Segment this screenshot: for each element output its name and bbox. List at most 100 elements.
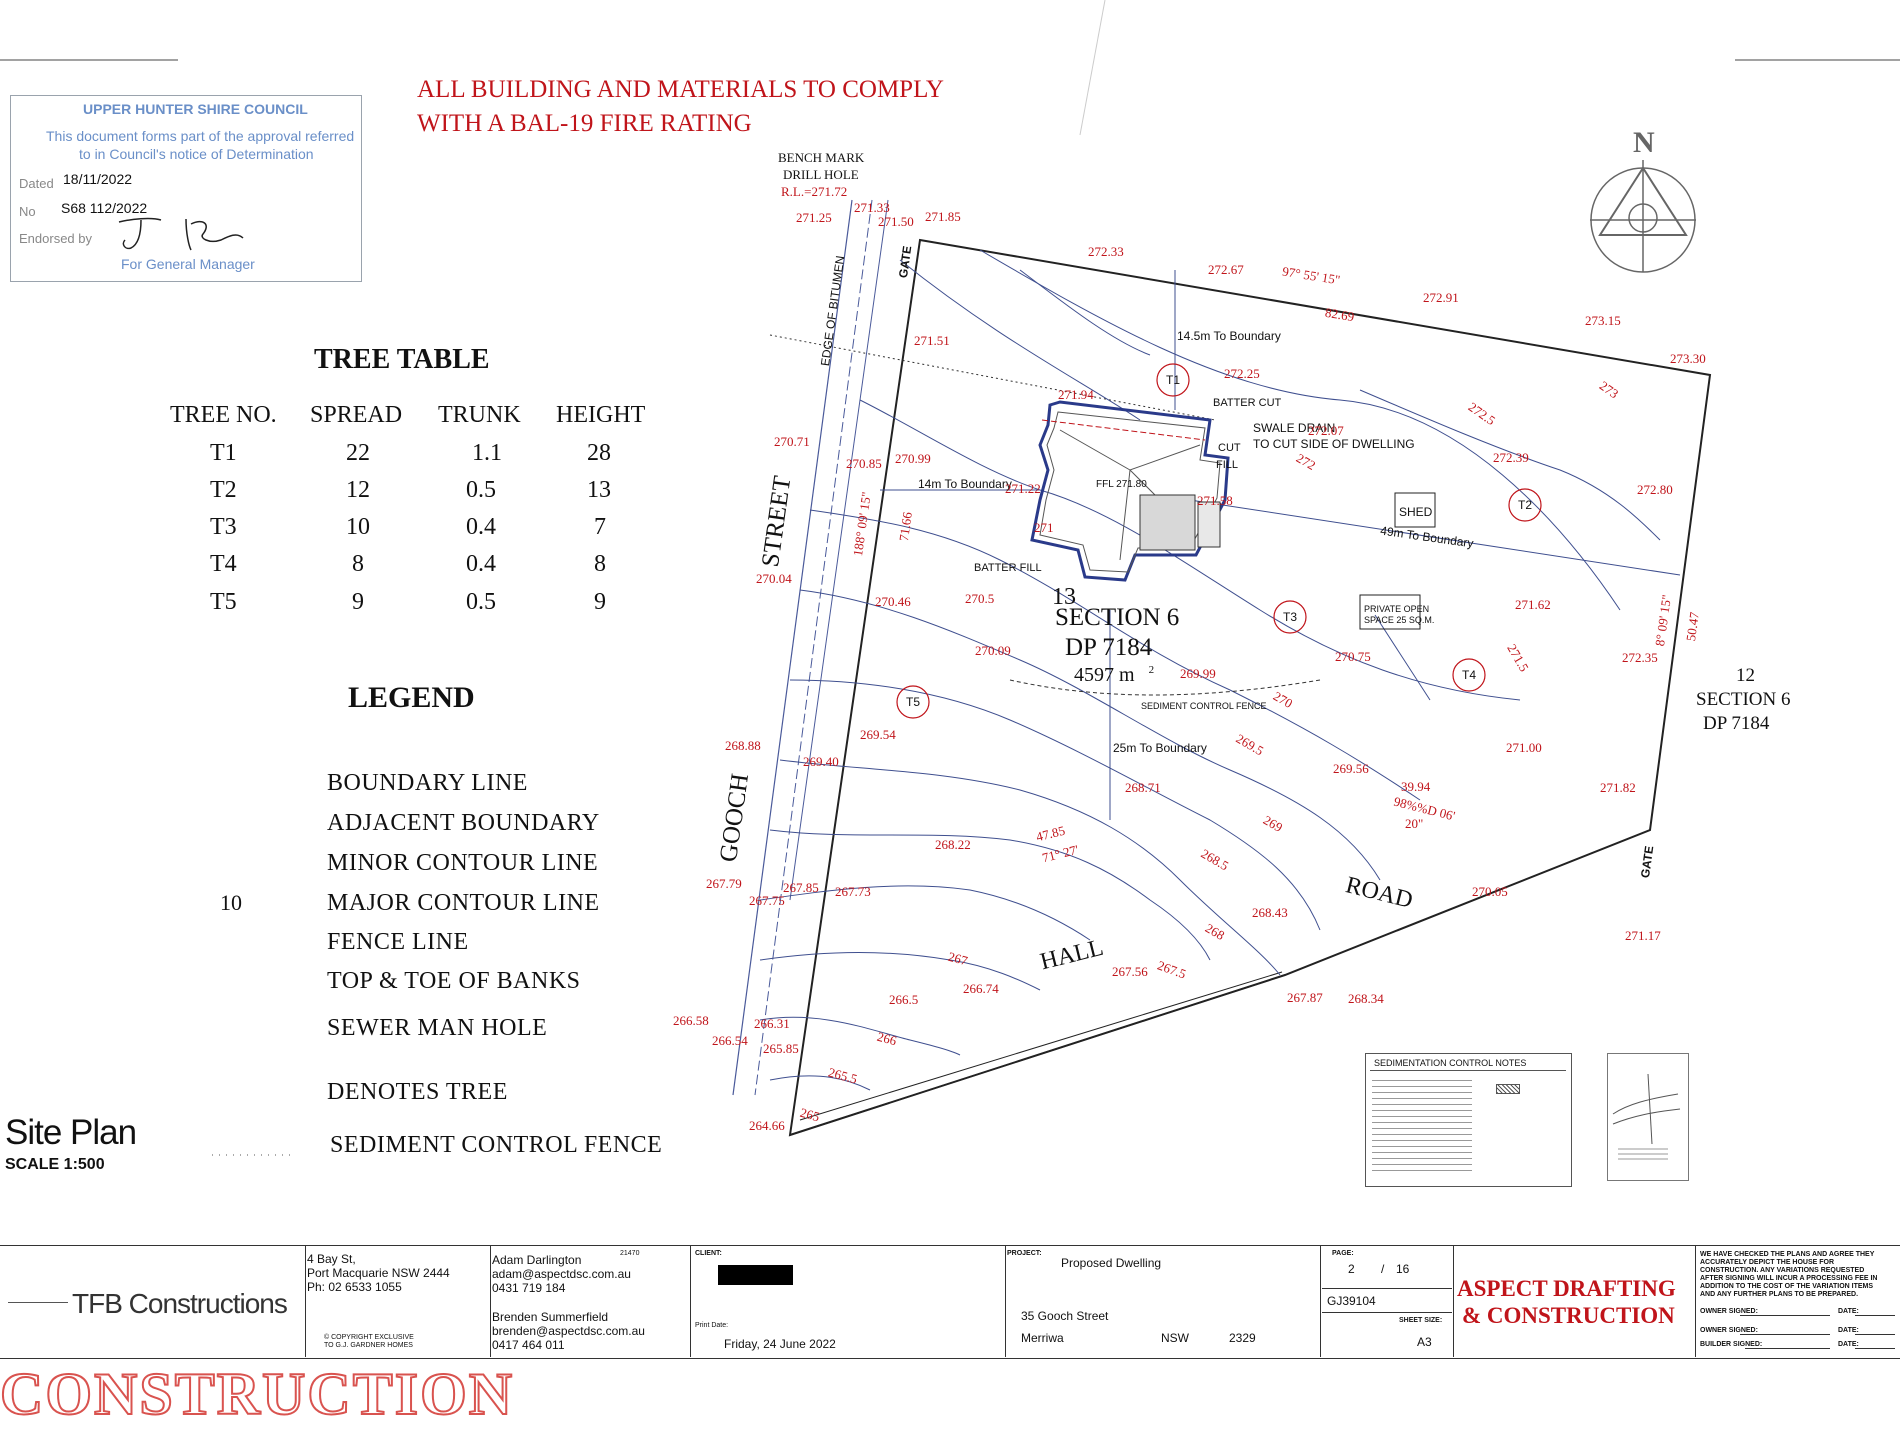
level-264-66: 264.66 [749, 1118, 785, 1133]
tb-contact1-code: 21470 [620, 1250, 640, 1257]
bench-mark-l2: DRILL HOLE [783, 167, 859, 182]
tree-table-cell: 0.4 [466, 514, 496, 540]
bench-mark-rl: R.L.=271.72 [781, 184, 848, 199]
pos-line2: SPACE 25 SQ.M. [1364, 615, 1435, 625]
bench-mark-l1: BENCH MARK [778, 150, 865, 165]
for-general-manager: For General Manager [121, 256, 255, 272]
silt-fence-detail [1607, 1053, 1689, 1181]
tb-date2-label: DATE: [1838, 1327, 1859, 1334]
sediment-notes-title: SEDIMENTATION CONTROL NOTES [1374, 1058, 1527, 1068]
level-266-58: 266.58 [673, 1013, 709, 1028]
level-270-46: 270.46 [875, 594, 911, 609]
level-269-54: 269.54 [860, 727, 896, 742]
north-label: N [1633, 126, 1655, 159]
tree-table-cell: T5 [210, 589, 237, 615]
level-272-67: 272.67 [1208, 262, 1244, 277]
tree-table-cell: 1.1 [472, 440, 502, 466]
adj-dp: DP 7184 [1703, 713, 1770, 734]
tree-table-cell: 8 [594, 551, 606, 577]
level-267-75: 267.75 [749, 893, 785, 908]
level-267-79: 267.79 [706, 876, 742, 891]
tb-page-sep: / [1381, 1262, 1385, 1276]
sediment-notes-box: SEDIMENTATION CONTROL NOTES [1365, 1053, 1572, 1187]
level-266-5: 266.5 [889, 992, 919, 1007]
tb-contact2-name: Brenden Summerfield [492, 1310, 609, 1324]
tb-copyright1: © COPYRIGHT EXCLUSIVE [324, 1334, 414, 1341]
tb-address1: 4 Bay St, [307, 1252, 356, 1266]
tree-table-cell: 0.5 [466, 589, 496, 615]
setback-25: 25m To Boundary [1113, 741, 1207, 755]
tb-contact1-email: adam@aspectdsc.com.au [492, 1267, 631, 1281]
level-271-50: 271.50 [878, 214, 914, 229]
level-272-07: 272.07 [1308, 423, 1344, 438]
boundary-line [788, 238, 1712, 1137]
tb-sheet-label: SHEET SIZE: [1399, 1317, 1443, 1324]
tb-print-date: Friday, 24 June 2022 [724, 1337, 836, 1351]
level-272-80: 272.80 [1637, 482, 1673, 497]
site-plan-drawing [0, 0, 1900, 1156]
tb-contact1-name: Adam Darlington [492, 1253, 582, 1267]
tb-brand-line1: ASPECT DRAFTING [1457, 1276, 1676, 1301]
tree-label-t2: T2 [1518, 498, 1533, 512]
legend-sediment: SEDIMENT CONTROL FENCE [330, 1132, 663, 1158]
level-271-62: 271.62 [1515, 597, 1551, 612]
tree-table-cell: 0.5 [466, 477, 496, 503]
tree-table-title: TREE TABLE [314, 344, 490, 375]
level-272-91: 272.91 [1423, 290, 1459, 305]
level-272-39: 272.39 [1493, 450, 1529, 465]
tb-copyright2: TO G.J. GARDNER HOMES [324, 1342, 413, 1349]
approval-stamp: UPPER HUNTER SHIRE COUNCIL This document… [10, 95, 362, 282]
swale-line1: SWALE DRAIN [1253, 421, 1336, 435]
tree-label-t5: T5 [906, 695, 921, 709]
adj-lot: 12 [1736, 665, 1755, 686]
legend-fence: FENCE LINE [327, 929, 469, 955]
level-271-33: 271.33 [854, 200, 890, 215]
dwelling-outline [1030, 400, 1230, 582]
tree-table-header: TRUNK [438, 402, 521, 428]
lot-number: 13 [1052, 584, 1076, 610]
level-269-99: 269.99 [1180, 666, 1216, 681]
sediment-fence-label: SEDIMENT CONTROL FENCE [1141, 701, 1267, 711]
legend-major: MAJOR CONTOUR LINE [327, 890, 600, 916]
dated-value: 18/11/2022 [63, 171, 133, 187]
no-value: S68 112/2022 [61, 200, 148, 216]
contour-lines [759, 249, 1661, 1091]
tb-disclaimer: WE HAVE CHECKED THE PLANS AND AGREE THEY… [1700, 1251, 1878, 1298]
tree-label-t4: T4 [1462, 668, 1477, 682]
signature [118, 217, 244, 251]
tb-contact2-phone: 0417 464 011 [492, 1338, 565, 1352]
shed-label: SHED [1399, 505, 1433, 519]
tb-date3-label: DATE: [1838, 1341, 1859, 1348]
construction-watermark: CONSTRUCTION [0, 1360, 515, 1428]
level-270-04: 270.04 [756, 571, 792, 586]
legend-banks: TOP & TOE OF BANKS [327, 968, 581, 994]
level-270-71: 270.71 [774, 434, 810, 449]
street-edge-line [732, 199, 853, 1096]
fire-notice-line1: ALL BUILDING AND MATERIALS TO COMPLY [417, 76, 944, 103]
swale-line2: TO CUT SIDE OF DWELLING [1253, 437, 1415, 451]
level-271-58: 271.58 [1197, 493, 1233, 508]
level-269-56: 269.56 [1333, 761, 1369, 776]
legend-title: LEGEND [348, 681, 475, 714]
tb-postcode: 2329 [1229, 1331, 1256, 1345]
tree-table-cell: 9 [352, 589, 364, 615]
tree-table-cell: 22 [346, 440, 370, 466]
client-redacted [718, 1265, 793, 1285]
level-270-09: 270.09 [975, 643, 1011, 658]
level-271-17: 271.17 [1625, 928, 1661, 943]
tb-job: GJ39104 [1327, 1294, 1376, 1308]
level-265-85: 265.85 [763, 1041, 799, 1056]
tree-symbols [896, 363, 1542, 719]
tree-table-header: HEIGHT [556, 402, 646, 428]
tb-address2: Port Macquarie NSW 2444 [307, 1266, 450, 1280]
fill-label: FILL [1216, 459, 1239, 471]
tb-contact1-phone: 0431 719 184 [492, 1281, 566, 1295]
tb-pages: 16 [1396, 1262, 1410, 1276]
level-273-30: 273.30 [1670, 351, 1706, 366]
title-block [0, 1245, 1900, 1359]
legend-tree: DENOTES TREE [327, 1079, 508, 1105]
tb-phone: Ph: 02 6533 1055 [307, 1280, 402, 1294]
level-266-31: 266.31 [754, 1016, 790, 1031]
level-267-56: 267.56 [1112, 964, 1148, 979]
level-270-75: 270.75 [1335, 649, 1371, 664]
